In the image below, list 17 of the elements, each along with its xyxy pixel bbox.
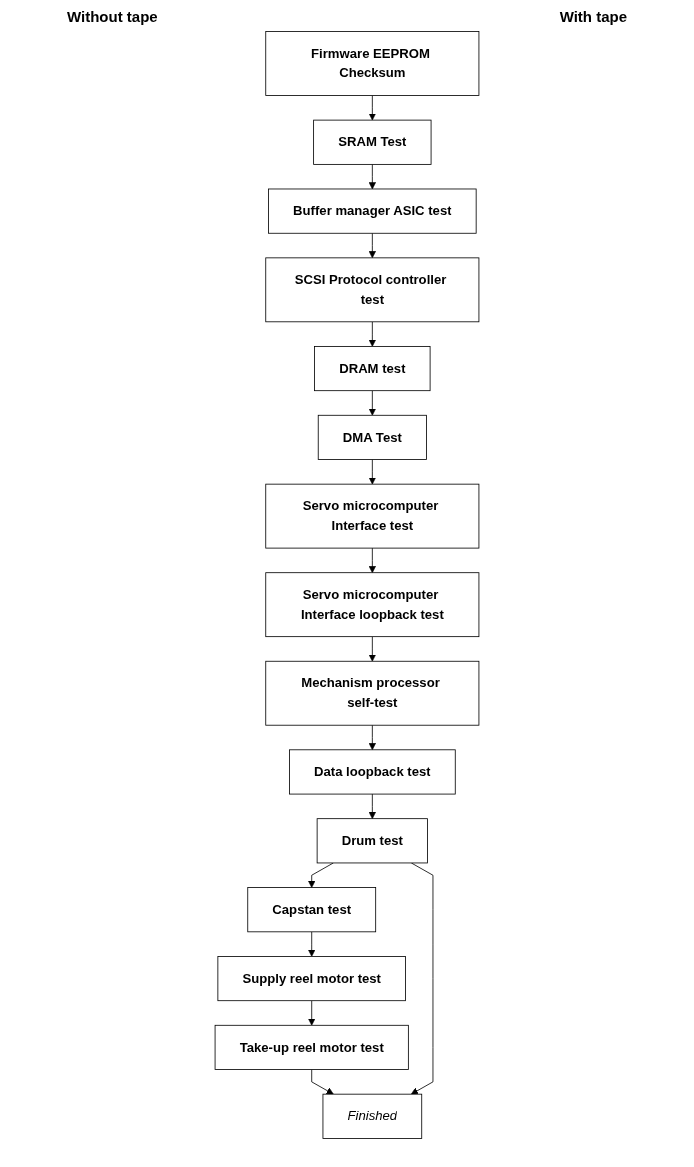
node-box: SRAM Test [313,119,432,165]
node-box: Buffer manager ASIC test [268,188,477,234]
node-box: Data loopback test [289,749,456,795]
node-box: SCSI Protocol controller test [265,257,480,323]
node-box: Supply reel motor test [217,956,406,1002]
node-box: Firmware EEPROM Checksum [265,31,480,96]
node-box: Finished [322,1093,423,1139]
node-box: DMA Test [317,414,427,460]
node-box: Capstan test [247,887,377,933]
node-box: Servo microcomputer Interface test [265,483,480,549]
node-box: Take-up reel motor test [214,1024,409,1070]
node-box: Mechanism processor self-test [265,660,480,726]
node-box: Servo microcomputer Interface loopback test [265,572,480,638]
branch-label: With tape [559,8,627,25]
branch-label: Without tape [67,8,158,25]
node-box: DRAM test [314,346,431,392]
node-box: Drum test [316,818,428,864]
